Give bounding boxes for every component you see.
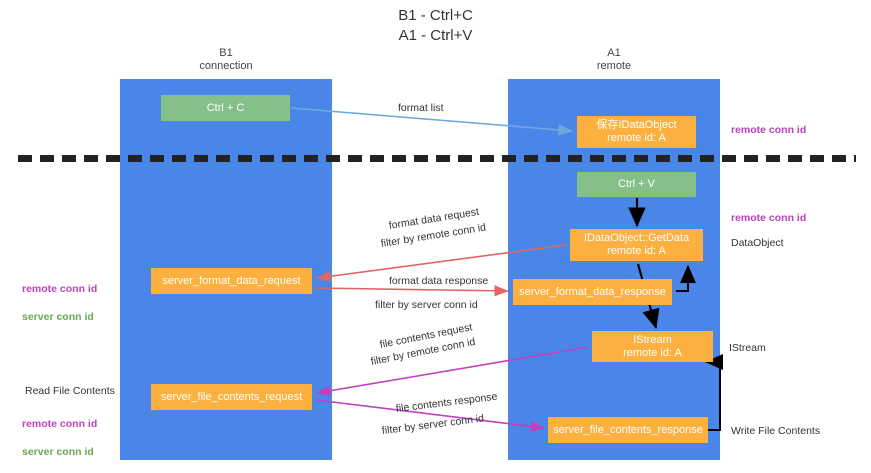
arrow-file-contents-response — [315, 399, 545, 432]
side-label-remote-conn-id-mid: remote conn id — [731, 212, 807, 224]
node-ctrl-v[interactable]: Ctrl + V — [577, 172, 696, 197]
arrow-file-contents-request — [316, 346, 589, 397]
side-label-read-file-contents: Read File Contents — [25, 385, 115, 397]
lane-heading-a1: A1 remote — [596, 47, 632, 72]
side-label-remote-conn-id-left-1: remote conn id — [22, 283, 98, 295]
node-idataobject[interactable]: 保存IDataObject remote id: A — [577, 116, 696, 148]
side-label-conn-ids-mid: remote conn id server conn id — [22, 268, 97, 338]
arrow-format-data-request — [316, 244, 567, 282]
filter-key-server-conn-id-1: server conn id — [411, 299, 478, 311]
page-title: B1 - Ctrl+C A1 - Ctrl+V — [398, 7, 473, 44]
edge-label-format-data-response: format data response — [389, 275, 489, 287]
node-server-file-contents-response[interactable]: server_file_contents_response — [548, 417, 708, 443]
side-label-server-conn-id-left-2: server conn id — [22, 446, 94, 458]
filter-prefix-2: filter by — [375, 299, 412, 311]
side-label-conn-ids-bottom: remote conn id server conn id — [22, 403, 97, 473]
side-label-server-conn-id-left-1: server conn id — [22, 311, 94, 323]
phase-separator — [18, 155, 856, 162]
edge-label-format-list: format list — [398, 102, 444, 114]
node-idataobject-getdata[interactable]: IDataObject::GetData remote id: A — [570, 229, 703, 261]
arrow-format-data-response — [315, 285, 509, 297]
side-label-remote-conn-id-top: remote conn id — [731, 124, 807, 136]
side-label-write-file-contents: Write File Contents — [731, 425, 821, 437]
side-label-istream: IStream — [729, 342, 766, 354]
node-server-format-data-response[interactable]: server_format_data_response — [513, 279, 672, 305]
lane-heading-b1: B1 connection — [199, 47, 253, 72]
node-server-format-data-request[interactable]: server_format_data_request — [151, 268, 312, 294]
arrow-format-list — [290, 107, 573, 136]
arrow-response-to-getdata — [676, 265, 696, 292]
node-ctrl-c[interactable]: Ctrl + C — [161, 95, 290, 121]
node-istream[interactable]: IStream remote id: A — [592, 331, 713, 362]
side-label-remote-conn-id-left-2: remote conn id — [22, 418, 98, 430]
edge-label-format-data-response-filter: filter by server conn id — [375, 299, 478, 312]
side-label-dataobject: DataObject — [731, 237, 784, 249]
node-server-file-contents-request[interactable]: server_file_contents_request — [151, 384, 312, 410]
arrow-filecontents-to-istream — [705, 354, 723, 431]
